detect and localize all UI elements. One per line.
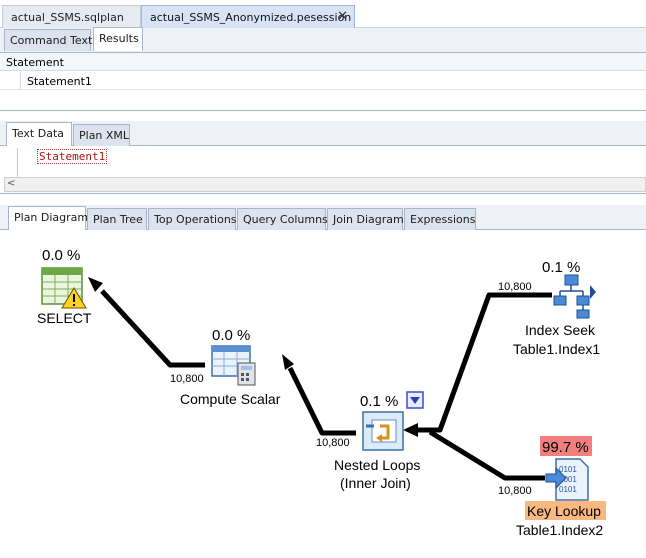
compute-scalar-icon bbox=[211, 345, 256, 386]
cost-highlight bbox=[540, 436, 592, 456]
tab-query-columns[interactable]: Query Columns bbox=[237, 208, 328, 230]
label-highlight bbox=[525, 501, 606, 520]
table-row[interactable]: Statement1 bbox=[0, 72, 646, 90]
node-cost: 99.7 % bbox=[542, 439, 589, 456]
svg-text:0101: 0101 bbox=[559, 465, 577, 474]
tab-label: Text Data bbox=[12, 127, 65, 140]
chevron-down-icon[interactable] bbox=[406, 391, 424, 409]
doc-tab-label: actual_SSMS_Anonymized.pesession bbox=[150, 11, 352, 24]
edge-label-rows: 10,800 bbox=[498, 281, 532, 293]
close-icon[interactable]: ✕ bbox=[337, 9, 348, 24]
select-warning-icon bbox=[41, 267, 87, 309]
tab-join-diagram[interactable]: Join Diagram bbox=[327, 208, 404, 230]
node-cost: 0.0 % bbox=[42, 247, 80, 264]
tab-label: Top Operations bbox=[154, 213, 237, 226]
node-cost: 0.1 % bbox=[542, 259, 580, 276]
nested-loops-icon bbox=[362, 411, 404, 451]
text-data-editor[interactable]: Statement1 < bbox=[0, 146, 646, 194]
doc-tab-sqlplan[interactable]: actual_SSMS.sqlplan bbox=[2, 5, 141, 28]
plan-node-compute-scalar[interactable]: 0.0 % Compute Scalar bbox=[180, 327, 281, 407]
node-label: SELECT bbox=[37, 310, 92, 326]
svg-text:1001: 1001 bbox=[559, 475, 577, 484]
tab-plan-diagram[interactable]: Plan Diagram bbox=[8, 206, 89, 230]
node-cost: 0.0 % bbox=[212, 327, 250, 344]
top-tab-strip: Command Text Results bbox=[0, 27, 646, 53]
node-sublabel: Table1.Index1 bbox=[513, 341, 600, 357]
arrow-head bbox=[403, 423, 418, 437]
edge-lookup-to-nested bbox=[428, 429, 545, 481]
node-cost: 0.1 % bbox=[360, 393, 398, 410]
statement-grid: Statement Statement1 bbox=[0, 53, 646, 111]
tab-label: Plan Tree bbox=[93, 213, 143, 226]
plan-node-select[interactable]: 0.0 % SELECT bbox=[37, 247, 92, 326]
plan-node-index-seek[interactable]: 0.1 % Index Seek Table1.Index1 bbox=[513, 259, 600, 357]
plan-node-key-lookup[interactable]: 99.7 % 0101 1001 0101 Key Lookup Table1.… bbox=[516, 436, 606, 538]
key-lookup-icon: 0101 1001 0101 bbox=[545, 458, 589, 501]
document-tab-bar: actual_SSMS.sqlplan actual_SSMS_Anonymiz… bbox=[0, 0, 646, 28]
scroll-left-icon[interactable]: < bbox=[7, 178, 16, 189]
svg-text:0101: 0101 bbox=[559, 485, 577, 494]
tab-results[interactable]: Results bbox=[93, 27, 143, 51]
plan-diagram-canvas[interactable]: 10,800 10,800 10,800 10,800 0.0 % SELECT bbox=[0, 230, 646, 558]
horizontal-scrollbar[interactable]: < bbox=[4, 177, 646, 192]
node-label: Key Lookup bbox=[527, 503, 601, 519]
plan-diagram-svg: 10,800 10,800 10,800 10,800 0.0 % SELECT bbox=[37, 247, 606, 538]
diagram-tab-strip: Plan Diagram Plan Tree Top Operations Qu… bbox=[0, 205, 646, 230]
tab-label: Query Columns bbox=[243, 213, 328, 226]
edge-label-rows: 10,800 bbox=[316, 437, 350, 449]
tab-label: Results bbox=[99, 32, 139, 45]
tab-label: Expressions bbox=[410, 213, 476, 226]
node-sublabel: Table1.Index2 bbox=[516, 522, 603, 538]
edge-label-rows: 10,800 bbox=[170, 373, 204, 385]
doc-tab-pesession[interactable]: actual_SSMS_Anonymized.pesession ✕ bbox=[141, 5, 355, 28]
node-sublabel: (Inner Join) bbox=[340, 475, 411, 491]
node-label: Compute Scalar bbox=[180, 391, 281, 407]
tab-label: Command Text bbox=[10, 34, 93, 47]
tab-label: Plan XML bbox=[79, 129, 130, 142]
arrow-head bbox=[282, 354, 294, 370]
tab-label: Plan Diagram bbox=[14, 211, 89, 224]
node-label: Nested Loops bbox=[334, 457, 420, 473]
tab-expressions[interactable]: Expressions bbox=[404, 208, 476, 230]
text-tab-strip: Text Data Plan XML bbox=[0, 121, 646, 146]
arrow-head bbox=[88, 277, 103, 292]
index-seek-icon bbox=[553, 274, 596, 319]
tab-text-data[interactable]: Text Data bbox=[6, 122, 72, 146]
editor-gutter bbox=[4, 148, 18, 178]
node-label: Index Seek bbox=[525, 322, 596, 338]
edge-label-rows: 10,800 bbox=[498, 485, 532, 497]
editor-text[interactable]: Statement1 bbox=[37, 149, 108, 164]
edge-seek-to-nested bbox=[412, 292, 552, 433]
tab-plan-tree[interactable]: Plan Tree bbox=[87, 208, 147, 230]
tab-command-text[interactable]: Command Text bbox=[4, 29, 93, 51]
tab-top-operations[interactable]: Top Operations bbox=[148, 208, 237, 230]
edge-nested-to-compute bbox=[287, 366, 356, 436]
tab-plan-xml[interactable]: Plan XML bbox=[73, 124, 130, 146]
tab-label: Join Diagram bbox=[333, 213, 404, 226]
edge-compute-to-select bbox=[100, 289, 205, 368]
column-header-statement[interactable]: Statement bbox=[0, 53, 646, 71]
plan-node-nested-loops[interactable]: 0.1 % Nested Loops (Inner Join) bbox=[334, 391, 424, 491]
doc-tab-label: actual_SSMS.sqlplan bbox=[11, 11, 124, 24]
statement-cell[interactable]: Statement1 bbox=[20, 72, 646, 90]
